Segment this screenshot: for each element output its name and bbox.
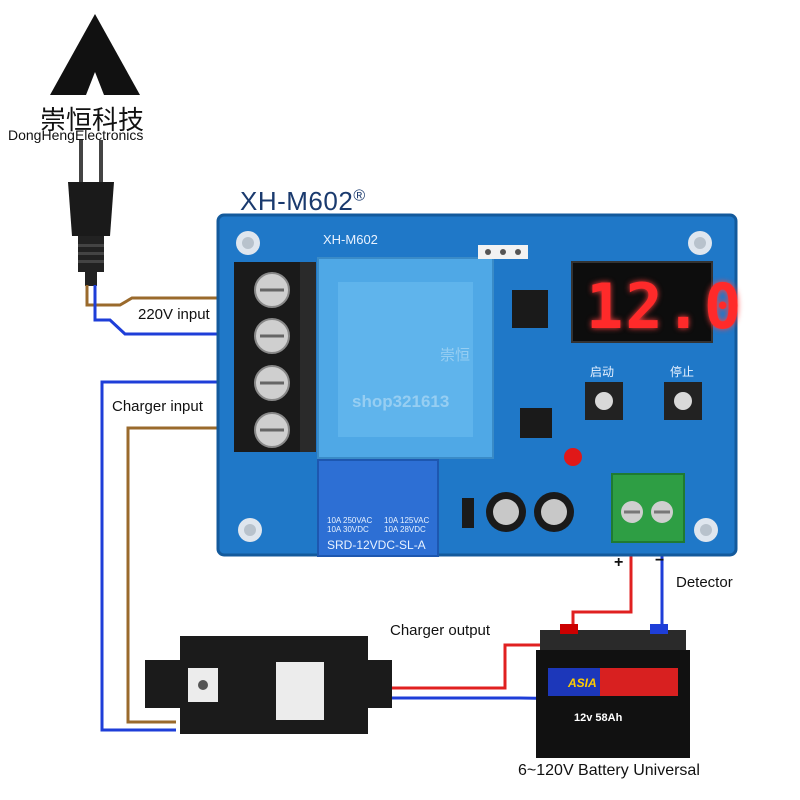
ac-live-wire [85, 285, 248, 307]
relay [317, 459, 439, 557]
model-title: XH-M602® [240, 186, 366, 217]
regulator-chip [520, 408, 552, 438]
battery [536, 624, 690, 758]
detector-positive-wire [571, 540, 633, 634]
relay-model: SRD-12VDC-SL-A [327, 538, 426, 552]
start-button[interactable] [585, 382, 623, 420]
brand-name-cn: 崇恒科技 [40, 106, 145, 136]
screw-terminal-block [234, 262, 316, 452]
detector-terminal [611, 473, 685, 543]
watermark-cn: 崇恒 [440, 346, 471, 364]
pcb-model-label: XH-M602 [323, 232, 378, 247]
ac-neutral-wire [93, 285, 248, 336]
pin-header [478, 245, 528, 259]
transformer [317, 257, 494, 459]
relay-rating-4: 10A 28VDC [384, 525, 426, 534]
watermark: shop321613 [352, 392, 450, 411]
diode [462, 498, 474, 528]
relay-rating-3: 10A 125VAC [384, 516, 430, 525]
seven-segment-display [571, 261, 713, 343]
capacitor [486, 492, 574, 532]
ic-chip [512, 290, 548, 328]
power-plug-icon [68, 140, 114, 286]
battery-brand: ASIA [568, 676, 597, 690]
relay-rating-2: 10A 30VDC [327, 525, 369, 534]
status-led [564, 448, 582, 466]
stop-button[interactable] [664, 382, 702, 420]
charger-input-label: Charger input [112, 398, 203, 415]
charger-output-label: Charger output [390, 622, 491, 639]
registered-mark: ® [353, 187, 366, 205]
minus-label: − [655, 552, 665, 569]
charger-input-live-wire [126, 426, 248, 724]
detector-label: Detector [676, 574, 733, 591]
charger-output-positive-wire [390, 643, 555, 690]
model-title-text: XH-M602 [240, 186, 354, 216]
plus-label: + [614, 554, 624, 571]
display-value: 12.0 [586, 270, 744, 343]
relay-rating-1: 10A 250VAC [327, 516, 373, 525]
ac-input-label: 220V input [138, 306, 210, 323]
triangle-logo-icon [50, 14, 140, 95]
battery-voltage-label: 12v 58Ah [574, 712, 623, 724]
stop-button-label: 停止 [670, 365, 695, 379]
charger-unit [145, 636, 392, 734]
battery-label: 6~120V Battery Universal [518, 762, 700, 779]
brand-name-en: DongHengElectronics [8, 127, 144, 143]
charger-input-neutral-wire [100, 380, 248, 732]
start-button-label: 启动 [590, 365, 615, 379]
